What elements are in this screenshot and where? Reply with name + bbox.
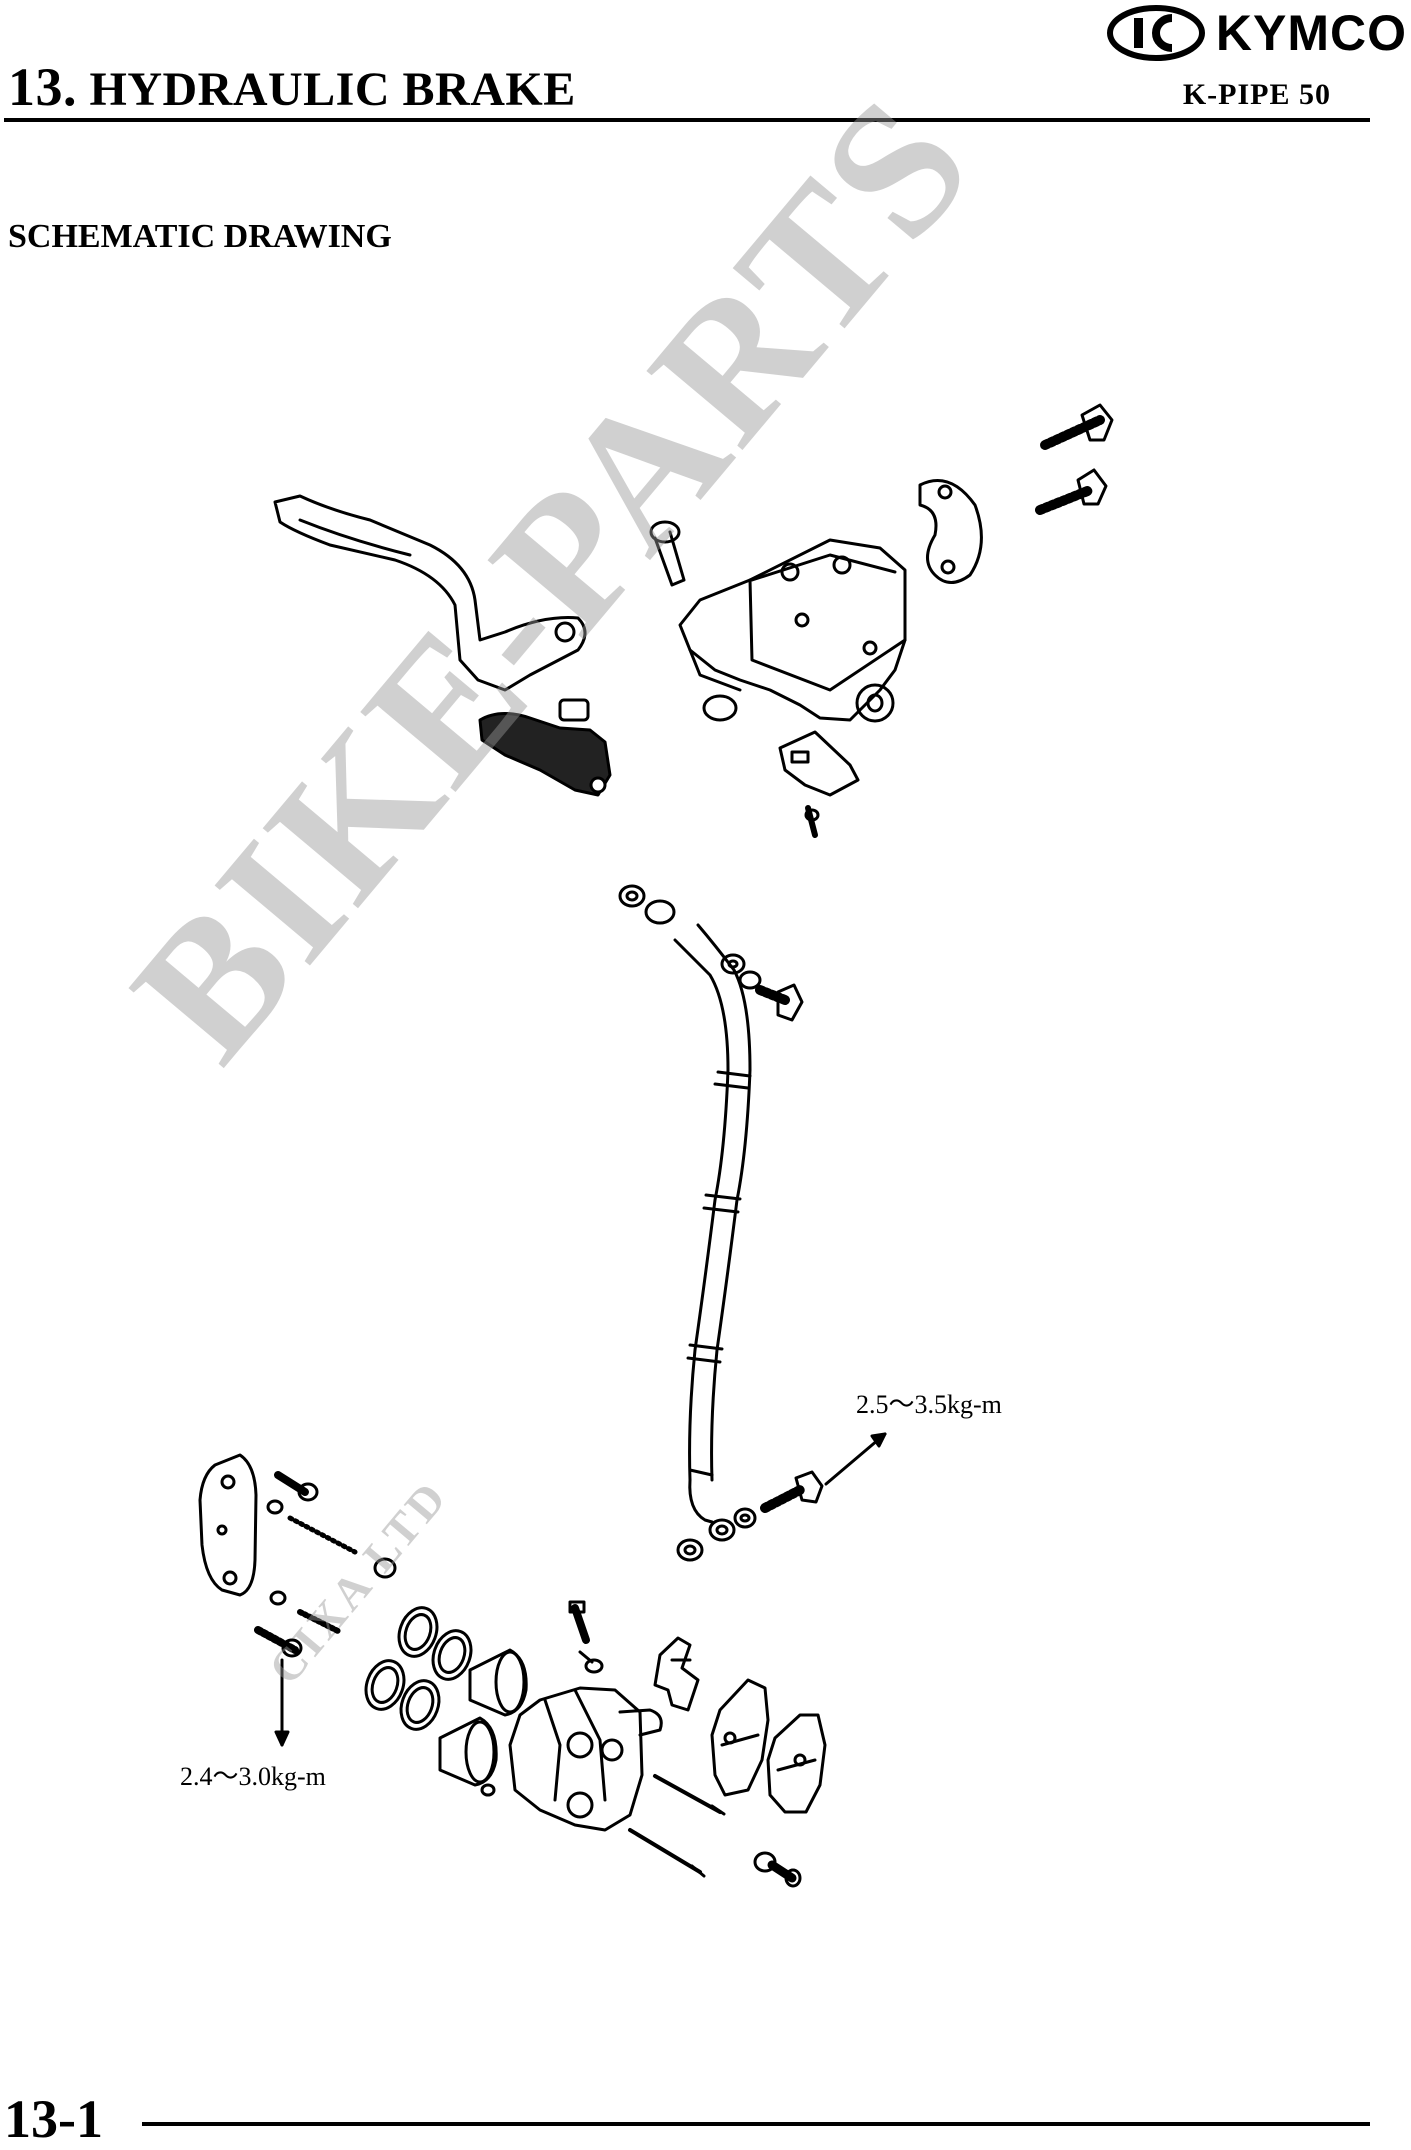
brand-logo: KYMCO xyxy=(1067,0,1407,66)
clamp-holder-part xyxy=(918,479,983,584)
pad-spring-part xyxy=(653,1636,700,1712)
clamp-bolt-upper-part xyxy=(1040,403,1114,450)
chapter-number: 13. xyxy=(8,57,77,117)
upper-banjo-washers-part xyxy=(618,884,804,1022)
chapter-heading: 13. HYDRAULIC BRAKE xyxy=(8,56,576,118)
upper-torque-label: 2.5～3.5kg-m xyxy=(856,1390,1002,1419)
pad-pin-lower-part xyxy=(628,1828,706,1878)
pivot-bolt-part xyxy=(649,520,686,587)
chapter-title: HYDRAULIC BRAKE xyxy=(89,63,576,116)
brake-schematic-diagram xyxy=(198,403,1114,1888)
caliper-body-part xyxy=(480,1686,663,1832)
brake-lever-part xyxy=(273,494,587,692)
brake-pad-inner-part xyxy=(766,1713,827,1814)
brake-pad-outer-part xyxy=(710,1678,770,1797)
section-title: SCHEMATIC DRAWING xyxy=(8,218,392,255)
pistons-part xyxy=(438,1648,528,1787)
lower-torque-label: 2.4～3.0kg-m xyxy=(180,1762,326,1791)
upper-torque-leader-arrow xyxy=(824,1432,887,1486)
pin-plug-part xyxy=(753,1851,802,1888)
kymco-emblem-icon xyxy=(1106,5,1205,61)
piston-seals-part xyxy=(364,1606,473,1731)
footer-divider xyxy=(142,2122,1370,2126)
pad-pin-upper-part xyxy=(653,1774,726,1816)
page-number: 13-1 xyxy=(4,2089,103,2149)
model-name: K-PIPE 50 xyxy=(1182,78,1331,111)
brand-name: KYMCO xyxy=(1215,5,1407,61)
clamp-bolt-lower-part xyxy=(1035,468,1108,515)
bleeder-valve-part xyxy=(568,1600,604,1674)
brake-switch-part xyxy=(478,698,612,797)
brake-hose-part xyxy=(673,923,752,1562)
stop-switch-part xyxy=(778,730,860,838)
lower-banjo-bolt-part xyxy=(733,1470,824,1529)
master-cylinder-part xyxy=(678,538,907,723)
caliper-bracket-part xyxy=(198,1453,258,1597)
bracket-bolts-part xyxy=(254,1471,397,1658)
header-divider xyxy=(4,118,1370,122)
lower-torque-leader-arrow xyxy=(274,1658,290,1747)
